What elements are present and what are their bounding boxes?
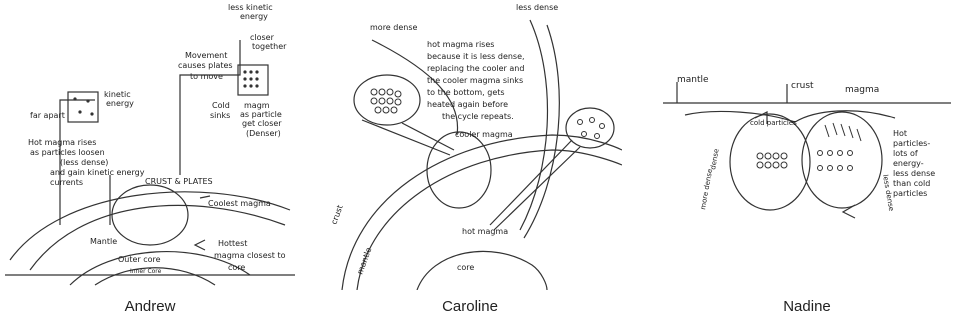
andrew-far-apart: far apart xyxy=(30,111,65,120)
caption-caroline: Caroline xyxy=(410,298,530,315)
caroline-more-dense: more dense xyxy=(370,23,418,32)
caroline-para-7: the cycle repeats. xyxy=(442,112,514,121)
andrew-as-particle: as particle xyxy=(240,110,282,119)
andrew-kinetic-energy: energy xyxy=(106,99,134,108)
andrew-sinks: sinks xyxy=(210,111,230,120)
nadine-more-dense: more dense xyxy=(699,168,714,210)
caroline-less-dense: less dense xyxy=(516,3,558,12)
caption-andrew: Andrew xyxy=(90,298,210,315)
nadine-mantle: mantle xyxy=(677,75,709,85)
andrew-drawing: Movement causes plates to move less kine… xyxy=(0,0,300,290)
andrew-together: together xyxy=(252,42,287,51)
andrew-movement: Movement xyxy=(185,51,227,60)
nadine-dense: dense xyxy=(709,148,721,170)
nadine-crust: crust xyxy=(791,81,814,91)
andrew-sketch: Movement causes plates to move less kine… xyxy=(0,0,300,290)
caroline-convection-loop xyxy=(427,132,491,208)
andrew-mantle: Mantle xyxy=(90,237,117,246)
andrew-dense-particles-box xyxy=(238,65,268,95)
andrew-kinetic: kinetic xyxy=(104,90,131,99)
caroline-core: core xyxy=(457,263,474,272)
nadine-hot-7: particles xyxy=(893,189,927,198)
andrew-gain-kinetic: and gain kinetic energy xyxy=(50,168,145,177)
caption-nadine: Nadine xyxy=(747,298,867,315)
andrew-get-closer: get closer xyxy=(242,119,282,128)
andrew-cold: Cold xyxy=(212,101,230,110)
andrew-less-dense: (less dense) xyxy=(60,158,108,167)
andrew-coolest-magma: Coolest magma xyxy=(208,199,271,208)
caroline-mantle-arc xyxy=(357,150,622,290)
nadine-magma: magma xyxy=(845,85,879,95)
nadine-drawing: mantle crust magma cold particles dense … xyxy=(655,0,953,290)
nadine-cold-cell xyxy=(730,114,810,210)
caroline-para-4: the cooler magma sinks xyxy=(427,76,523,85)
nadine-cold-particles: cold particles xyxy=(750,119,797,127)
andrew-less-kinetic: less kinetic xyxy=(228,3,273,12)
andrew-inner-core: Inner Core xyxy=(130,268,162,275)
andrew-hot-magma-rises: Hot magma rises xyxy=(28,138,96,147)
nadine-hot-6: than cold xyxy=(893,179,930,188)
andrew-crust-plates: CRUST & PLATES xyxy=(145,177,213,186)
caroline-para-1: hot magma rises xyxy=(427,40,494,49)
nadine-hot-2: particles- xyxy=(893,139,930,148)
andrew-core: core xyxy=(228,263,245,272)
nadine-hot-4: energy- xyxy=(893,159,924,168)
nadine-hot-1: Hot xyxy=(893,129,907,138)
caroline-para-6: heated again before xyxy=(427,100,508,109)
nadine-sketch: mantle crust magma cold particles dense … xyxy=(655,0,953,290)
caroline-cooler-magma: cooler magma xyxy=(455,130,513,139)
andrew-currents: currents xyxy=(50,178,83,187)
caroline-sketch: more dense less dense hot magma rises be… xyxy=(322,0,622,290)
caroline-para-2: because it is less dense, xyxy=(427,52,525,61)
caroline-crust: crust xyxy=(329,204,344,226)
andrew-energy: energy xyxy=(240,12,268,21)
nadine-hot-5: less dense xyxy=(893,169,935,178)
nadine-hot-3: lots of xyxy=(893,149,918,158)
caroline-para-3: replacing the cooler and xyxy=(427,64,524,73)
andrew-denser: (Denser) xyxy=(246,129,281,138)
andrew-hottest: Hottest xyxy=(218,239,247,248)
caroline-para-5: to the bottom, gets xyxy=(427,88,505,97)
andrew-to-move: to move xyxy=(190,72,223,81)
andrew-sparse-particles-box xyxy=(68,92,98,122)
caroline-hot-magma: hot magma xyxy=(462,227,508,236)
caroline-crust-arc xyxy=(342,135,622,290)
caroline-core-arc xyxy=(417,251,547,290)
andrew-closer: closer xyxy=(250,33,275,42)
caroline-drawing: more dense less dense hot magma rises be… xyxy=(322,0,622,290)
caroline-mantle: mantle xyxy=(355,246,373,276)
andrew-magm: magm xyxy=(244,101,270,110)
andrew-causes: causes plates xyxy=(178,61,233,70)
caroline-sparse-particles-lens xyxy=(566,108,614,148)
andrew-as-particles-loosen: as particles loosen xyxy=(30,148,105,157)
andrew-magma-closest-to: magma closest to xyxy=(214,251,286,260)
andrew-outer-core: Outer core xyxy=(118,255,161,264)
